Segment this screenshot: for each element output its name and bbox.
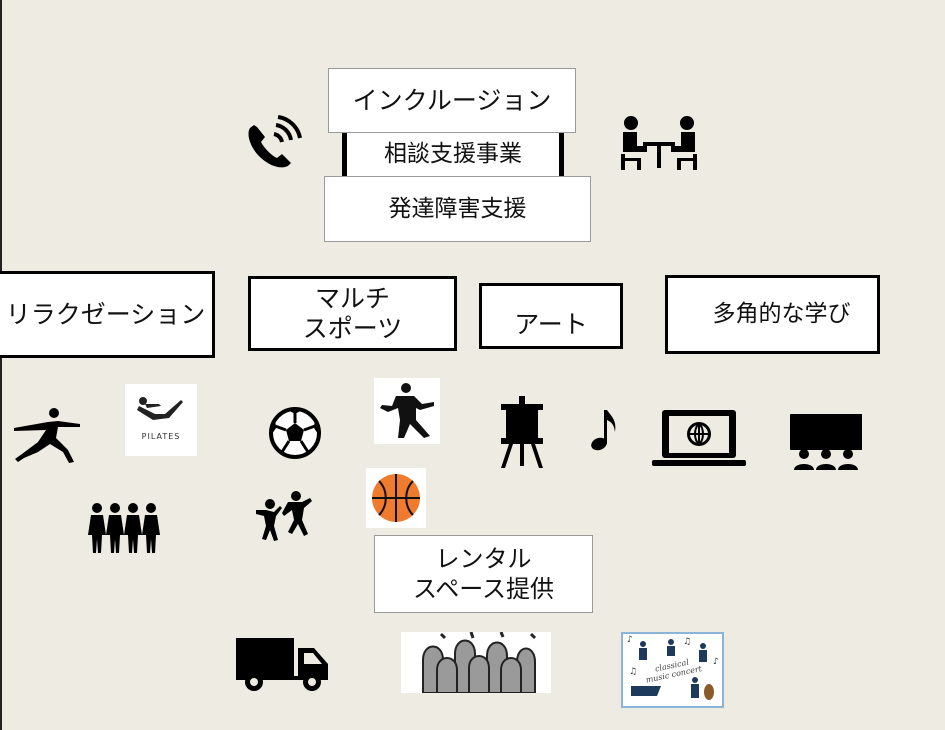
frame-left-border	[0, 0, 2, 730]
development-support-box: 発達障害支援	[324, 176, 591, 242]
relaxation-label: リラクゼーション	[5, 299, 206, 329]
yoga-icon	[14, 408, 80, 463]
pilates-pose-icon	[137, 397, 183, 420]
concert-poster-tile: ♪♫♪♫ classical music concert	[621, 632, 724, 708]
stack-right-bar	[559, 128, 564, 180]
learning-box: 多角的な学び	[665, 275, 880, 354]
karate-icon	[380, 383, 434, 438]
learning-label: 多角的な学び	[712, 301, 851, 328]
crowd-icon	[422, 632, 537, 693]
dancing-kids-icon	[256, 491, 312, 541]
inclusion-label: インクルージョン	[352, 85, 552, 115]
basketball-icon	[372, 474, 420, 522]
soccer-ball-icon	[269, 407, 321, 459]
meeting-icon	[621, 116, 697, 170]
svg-text:♫: ♫	[629, 667, 637, 677]
svg-text:♪: ♪	[713, 657, 719, 667]
crowd-tile	[401, 632, 551, 693]
stack-left-bar	[342, 128, 347, 180]
inclusion-box: インクルージョン	[328, 68, 576, 133]
truck-icon	[236, 638, 328, 691]
consultation-label: 相談支援事業	[384, 140, 522, 167]
music-note-icon	[591, 410, 616, 451]
phone-icon	[248, 115, 302, 168]
art-box: アート	[479, 283, 623, 349]
rental-space-box: レンタル スペース提供	[374, 535, 593, 613]
relaxation-box: リラクゼーション	[0, 271, 215, 358]
easel-icon	[501, 396, 543, 468]
basketball-tile	[366, 468, 426, 528]
development-support-label: 発達障害支援	[388, 195, 527, 222]
rental-space-label: レンタル スペース提供	[412, 545, 555, 603]
presentation-audience-icon	[790, 414, 862, 470]
multi-sports-label: マルチ スポーツ	[302, 283, 403, 343]
group-people-icon	[88, 503, 160, 553]
svg-text:♪: ♪	[627, 635, 633, 645]
karate-tile	[374, 378, 440, 444]
laptop-globe-icon	[652, 410, 746, 466]
consultation-box: 相談支援事業	[347, 130, 559, 178]
concert-musicians-icon: ♪ ♫ ♪ ♫	[627, 635, 719, 700]
pilates-label: PILATES	[141, 432, 181, 441]
svg-text:♫: ♫	[683, 637, 691, 647]
pilates-tile: PILATES	[125, 384, 197, 456]
art-label: アート	[514, 309, 588, 339]
multi-sports-box: マルチ スポーツ	[248, 276, 457, 351]
